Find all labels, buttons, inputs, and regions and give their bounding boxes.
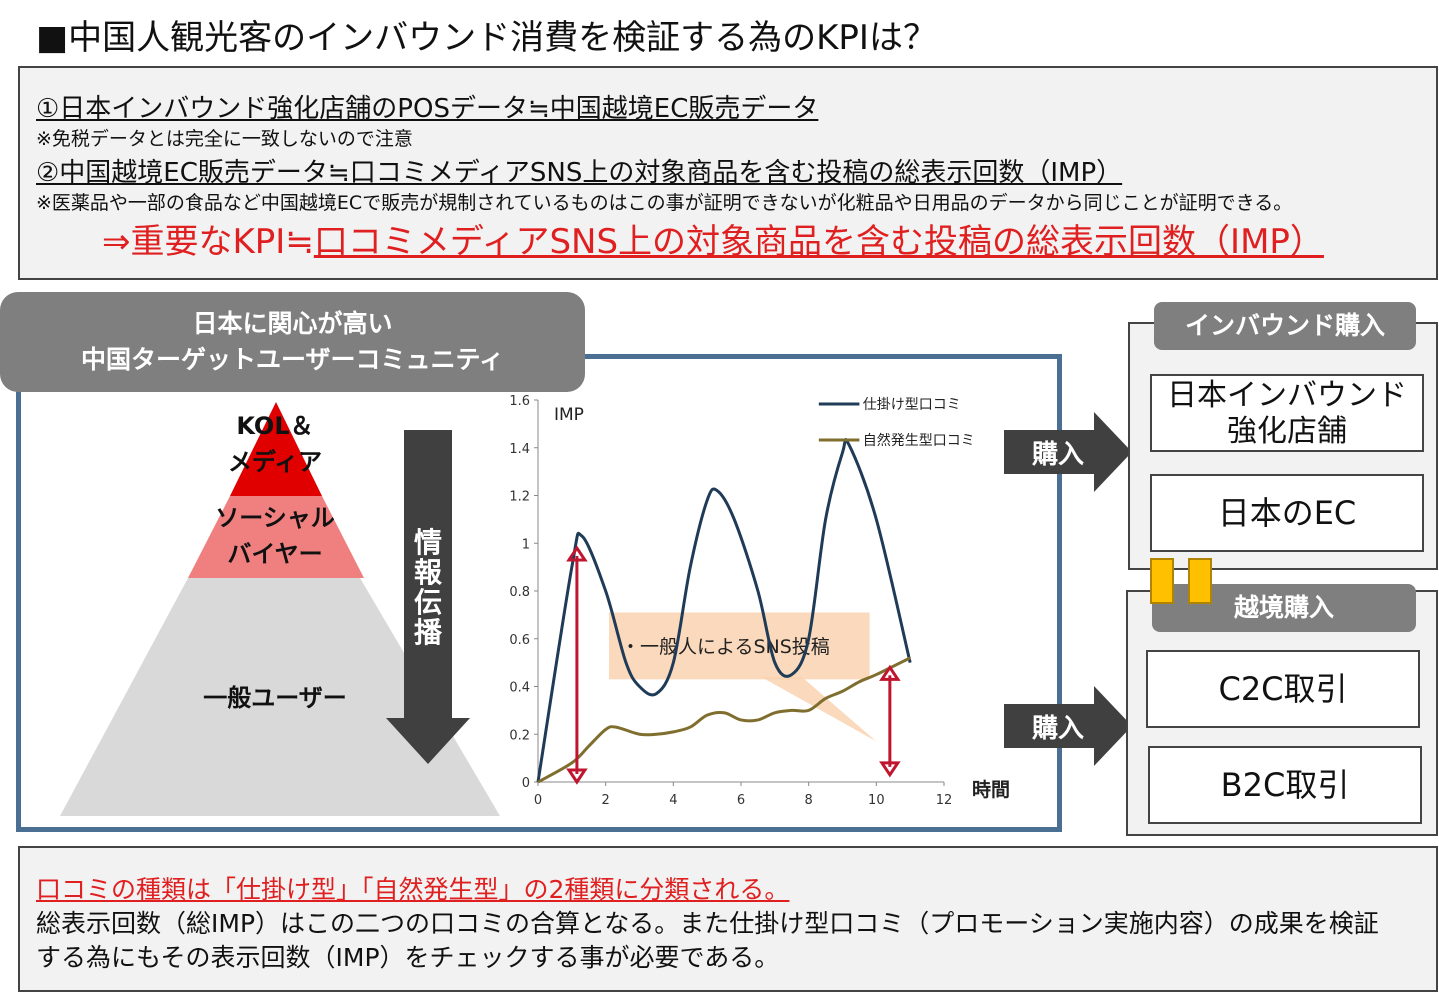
b2c-box: B2C取引: [1148, 746, 1422, 824]
y-tick-label: 0.2: [509, 728, 530, 743]
pyramid-bottom-label: 一般ユーザー: [203, 684, 347, 712]
kpi-line-2: ②中国越境EC販売データ≒口コミメディアSNS上の対象商品を含む投稿の総表示回数…: [36, 158, 1123, 188]
y-tick-label: 1.4: [509, 442, 530, 457]
x-tick-label: 10: [868, 793, 885, 808]
y-tick-label: 0.6: [509, 633, 530, 648]
pyramid-top-label: KOL＆ メディア: [215, 408, 335, 480]
pyramid-top-line-2: メディア: [227, 448, 323, 476]
callout-text: ・一般人によるSNS投稿: [621, 636, 830, 658]
legend-label-2: 自然発生型口コミ: [863, 432, 975, 449]
x-tick-label: 12: [936, 793, 953, 808]
propagation-arrow-icon: [386, 430, 470, 764]
y-tick-label: 1: [522, 537, 530, 552]
gap-arrow-2-head-top: [879, 664, 901, 681]
summary-box: 口コミの種類は「仕掛け型」「自然発生型」の2種類に分類される。 総表示回数（総I…: [18, 846, 1438, 992]
y-tick-label: 1.6: [509, 394, 530, 409]
buy-arrow-icon-2: [1004, 686, 1132, 766]
community-label: 日本に関心が高い 中国ターゲットユーザーコミュニティ: [0, 292, 585, 392]
y-tick-label: 0.4: [509, 681, 530, 696]
gap-arrow-1-head-bottom: [566, 768, 588, 785]
imp-line-chart: 0 0.2 0.4 0.6 0.8 1 1.2 1.4 1.6 0 2 4 6 8 10 12 IMP 時間 ・一般…: [509, 394, 1010, 808]
x-tick-label: 6: [737, 793, 745, 808]
user-pyramid: [60, 402, 500, 816]
x-tick-label: 4: [669, 793, 677, 808]
summary-red-line: 口コミの種類は「仕掛け型」「自然発生型」の2種類に分類される。: [36, 875, 790, 904]
x-tick-label: 2: [602, 793, 610, 808]
series-line-2: [537, 656, 911, 784]
connector-left: [1150, 558, 1174, 604]
gap-arrow-1-head-top: [566, 545, 588, 562]
kpi-note-2: ※医薬品や一部の食品など中国越境ECで販売が規制されているものはこの事が証明でき…: [36, 192, 1293, 214]
inbound-store-box: 日本インバウンド 強化店舗: [1150, 374, 1424, 452]
inbound-store-line-2: 強化店舗: [1227, 414, 1347, 449]
y-axis-label: IMP: [554, 405, 584, 425]
x-tick-label: 8: [805, 793, 813, 808]
kpi-box: ①日本インバウンド強化店舗のPOSデータ≒中国越境EC販売データ ※免税データと…: [18, 66, 1438, 280]
pyramid-middle-label: ソーシャル バイヤー: [200, 500, 350, 572]
page-title: ■中国人観光客のインバウンド消費を検証する為のKPIは？: [36, 18, 937, 58]
pyramid-bottom-tier: [60, 578, 500, 816]
pyramid-top-tier: [230, 402, 322, 496]
pyramid-middle-line-2: バイヤー: [227, 540, 323, 568]
y-tick-label: 1.2: [509, 490, 530, 505]
buy-label-2: 購入: [1032, 714, 1085, 744]
pyramid-middle-tier: [188, 496, 364, 578]
kpi-note-1: ※免税データとは完全に一致しないので注意: [36, 128, 413, 150]
buy-label-1: 購入: [1032, 440, 1085, 470]
important-kpi-prefix: ⇒重要なKPI≒: [102, 222, 314, 262]
summary-line-2: 総表示回数（総IMP）はこの二つの口コミの合算となる。また仕掛け型口コミ（プロモ…: [36, 909, 1379, 938]
summary-line-3: する為にもその表示回数（IMP）をチェックする事が必要である。: [36, 943, 780, 972]
propagation-label: 情報伝播: [413, 526, 442, 649]
legend-label-1: 仕掛け型口コミ: [863, 397, 961, 413]
kpi-line-1: ①日本インバウンド強化店舗のPOSデータ≒中国越境EC販売データ: [36, 94, 819, 124]
connector-right: [1188, 558, 1212, 604]
inbound-panel-head: インバウンド購入: [1154, 302, 1416, 350]
gap-arrow-2-head-bottom: [879, 761, 901, 778]
x-axis-label: 時間: [972, 779, 1010, 801]
series-line-1: [536, 437, 912, 783]
y-tick-label: 0: [522, 776, 530, 791]
community-label-line-1: 日本に関心が高い: [192, 309, 393, 338]
callout-pointer: [761, 676, 877, 742]
c2c-box: C2C取引: [1146, 650, 1420, 728]
pyramid-top-line-1: KOL＆: [236, 412, 314, 440]
inbound-store-line-1: 日本インバウンド: [1167, 378, 1407, 413]
japan-ec-box: 日本のEC: [1150, 474, 1424, 552]
important-kpi-text: 口コミメディアSNS上の対象商品を含む投稿の総表示回数（IMP）: [313, 222, 1324, 262]
community-label-line-2: 中国ターゲットユーザーコミュニティ: [80, 345, 504, 374]
callout-box: [609, 612, 870, 680]
x-tick-label: 0: [534, 793, 542, 808]
important-kpi: ⇒重要なKPI≒口コミメディアSNS上の対象商品を含む投稿の総表示回数（IMP）: [102, 214, 1324, 263]
y-tick-label: 0.8: [509, 585, 530, 600]
buy-arrow-icon-1: [1004, 412, 1132, 492]
pyramid-middle-line-1: ソーシャル: [215, 504, 335, 532]
